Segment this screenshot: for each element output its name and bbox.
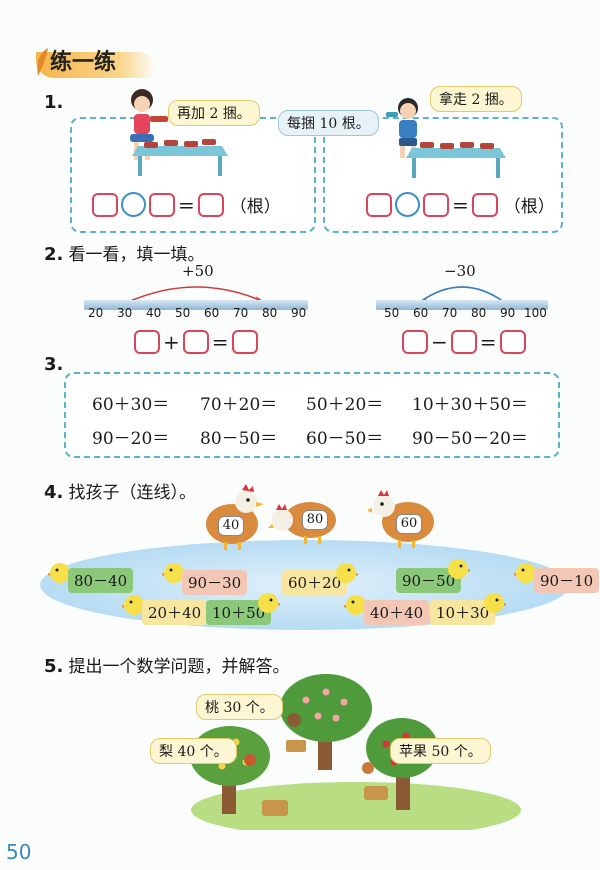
title-text: 练一练 xyxy=(50,50,117,75)
q3-number: 3. xyxy=(44,354,64,375)
q2-left-arc-label: +50 xyxy=(182,262,214,280)
chick-expression[interactable]: 90－30 xyxy=(182,570,248,595)
chick-expression[interactable]: 20＋40 xyxy=(142,600,208,625)
answer-box[interactable] xyxy=(197,192,224,217)
q4-text: 找孩子（连线）。 xyxy=(68,483,196,503)
tick-label: 90 xyxy=(500,306,516,320)
q1-right-bubble: 拿走 2 捆。 xyxy=(430,86,522,112)
tick-label: 30 xyxy=(117,306,133,320)
calc-item: 90－50－20＝ xyxy=(412,429,528,449)
tick-label: 40 xyxy=(146,306,162,320)
q2-left-ticks: 20 30 40 50 60 70 80 90 xyxy=(88,306,308,322)
tick-label: 90 xyxy=(291,306,307,320)
q5-number: 5. xyxy=(44,656,64,677)
chick-icon xyxy=(122,595,144,615)
unit-label: （根） xyxy=(229,197,281,217)
calc-item: 60－50＝ xyxy=(306,429,384,449)
chick-icon xyxy=(448,559,470,579)
equals-sign: = xyxy=(452,192,469,217)
q2-right-ticks: 50 60 70 80 90 100 xyxy=(384,306,554,322)
q5-text: 提出一个数学问题，并解答。 xyxy=(68,657,290,677)
equals-sign: = xyxy=(479,330,497,354)
q4-heading: 4. 找孩子（连线）。 xyxy=(44,478,196,503)
answer-box[interactable] xyxy=(471,192,498,217)
q2-right-equation: −= xyxy=(402,330,526,354)
q3-box xyxy=(64,372,560,458)
q5-pear-bubble: 梨 40 个。 xyxy=(150,738,237,764)
answer-box[interactable] xyxy=(366,192,392,217)
minus-sign: − xyxy=(431,330,448,354)
q1-number: 1. xyxy=(44,92,64,113)
girl-illustration xyxy=(130,89,168,160)
q4-number: 4. xyxy=(44,482,64,503)
unit-label: （根） xyxy=(503,197,555,217)
answer-box[interactable] xyxy=(499,330,526,354)
title-swoosh xyxy=(36,52,156,78)
chick-expression[interactable]: 60＋20 xyxy=(282,570,348,595)
chick-icon xyxy=(336,563,358,583)
tick-label: 60 xyxy=(204,306,220,320)
calc-item: 60＋30＝ xyxy=(92,395,170,415)
hen-number: 40 xyxy=(218,516,244,536)
answer-box[interactable] xyxy=(182,330,209,354)
plus-sign: + xyxy=(163,330,180,354)
answer-box[interactable] xyxy=(149,192,175,217)
q2-heading: 2. 看一看，填一填。 xyxy=(44,240,204,265)
q1-left-equation: = （根） xyxy=(92,192,281,217)
page-number: 50 xyxy=(6,840,32,864)
left-table xyxy=(132,139,228,176)
answer-box[interactable] xyxy=(402,330,428,354)
q5-peach-bubble: 桃 30 个。 xyxy=(196,694,283,720)
tick-label: 50 xyxy=(175,306,191,320)
q1-right-equation: = （根） xyxy=(366,192,555,217)
operator-circle[interactable] xyxy=(395,192,420,217)
feather-icon xyxy=(37,48,48,76)
q5-apple-bubble: 苹果 50 个。 xyxy=(390,738,491,764)
q2-right-arc-label: −30 xyxy=(444,262,476,280)
section-title: 练一练 xyxy=(36,40,156,80)
answer-box[interactable] xyxy=(134,330,160,354)
answer-box[interactable] xyxy=(231,330,258,354)
chick-icon xyxy=(344,595,366,615)
q1-left-bubble: 再加 2 捆。 xyxy=(168,100,260,126)
equals-sign: = xyxy=(178,192,195,217)
tick-label: 80 xyxy=(471,306,487,320)
operator-circle[interactable] xyxy=(121,192,146,217)
answer-box[interactable] xyxy=(423,192,449,217)
tick-label: 80 xyxy=(262,306,278,320)
chick-icon xyxy=(48,563,70,583)
calc-item: 10＋30＋50＝ xyxy=(412,395,528,415)
tick-label: 70 xyxy=(233,306,249,320)
chick-expression[interactable]: 40＋40 xyxy=(364,600,430,625)
hen-number: 80 xyxy=(302,510,328,530)
chick-expression[interactable]: 80－40 xyxy=(68,568,134,593)
chick-icon xyxy=(514,563,536,583)
q2-left-equation: += xyxy=(134,330,258,354)
chick-icon xyxy=(484,593,506,613)
answer-box[interactable] xyxy=(92,192,118,217)
chick-icon xyxy=(162,563,184,583)
q2-right-numberline xyxy=(376,300,548,310)
tick-label: 100 xyxy=(524,306,547,320)
calc-item: 50＋20＝ xyxy=(306,395,384,415)
right-table xyxy=(406,142,506,178)
tick-label: 50 xyxy=(384,306,400,320)
calc-item: 80－50＝ xyxy=(200,429,278,449)
tick-label: 60 xyxy=(413,306,429,320)
answer-box[interactable] xyxy=(450,330,477,354)
tick-label: 20 xyxy=(88,306,104,320)
hen-number: 60 xyxy=(396,514,422,534)
chick-expression[interactable]: 90－10 xyxy=(534,568,600,593)
q5-heading: 5. 提出一个数学问题，并解答。 xyxy=(44,652,289,677)
chick-icon xyxy=(258,593,280,613)
q1-middle-bubble: 每捆 10 根。 xyxy=(278,110,379,136)
q2-number: 2. xyxy=(44,244,64,265)
calc-item: 70＋20＝ xyxy=(200,395,278,415)
q2-text: 看一看，填一填。 xyxy=(68,245,205,265)
q2-left-numberline xyxy=(84,300,308,310)
equals-sign: = xyxy=(211,330,229,354)
tick-label: 70 xyxy=(442,306,458,320)
calc-item: 90－20＝ xyxy=(92,429,170,449)
